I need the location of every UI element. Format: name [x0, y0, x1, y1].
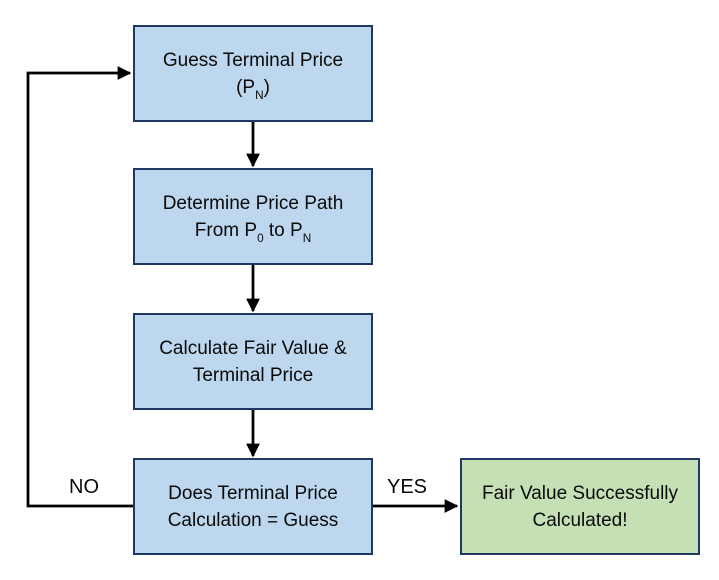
flowchart-node-guess-terminal-price: Guess Terminal Price (PN) [133, 25, 373, 122]
subscript-n: N [255, 89, 264, 103]
subscript-0: 0 [257, 232, 264, 246]
node-text-segment: ) [263, 76, 270, 98]
arrow-no-loopback [26, 66, 133, 508]
node-text-line1: Determine Price Path [162, 192, 344, 214]
flowchart-node-determine-price-path: Determine Price Path From P0 to PN [133, 168, 373, 265]
node-text-line2: (PN) [236, 74, 270, 103]
node-text-segment: (P [236, 76, 256, 98]
node-text-line2: Calculation = Guess [167, 509, 339, 531]
node-text-line1: Fair Value Successfully [481, 482, 679, 504]
flowchart-node-terminal-price-check: Does Terminal Price Calculation = Guess [133, 458, 373, 555]
edge-label-no: NO [69, 476, 99, 498]
node-text-line1: Calculate Fair Value & [159, 337, 347, 359]
flowchart-node-calculate-fair-value: Calculate Fair Value & Terminal Price [133, 313, 373, 410]
node-text-line2: From P0 to PN [194, 217, 312, 246]
edge-label-yes: YES [386, 476, 428, 498]
node-text-segment: to P [263, 219, 303, 241]
node-text-line2: Calculated! [532, 509, 628, 531]
subscript-n: N [302, 232, 312, 246]
node-text-line1: Does Terminal Price [168, 482, 338, 504]
flowchart-node-fair-value-success: Fair Value Successfully Calculated! [460, 458, 700, 555]
node-text-line2: Terminal Price [192, 364, 314, 386]
node-text-line1: Guess Terminal Price [162, 49, 344, 71]
node-text-segment: From P [194, 219, 258, 241]
